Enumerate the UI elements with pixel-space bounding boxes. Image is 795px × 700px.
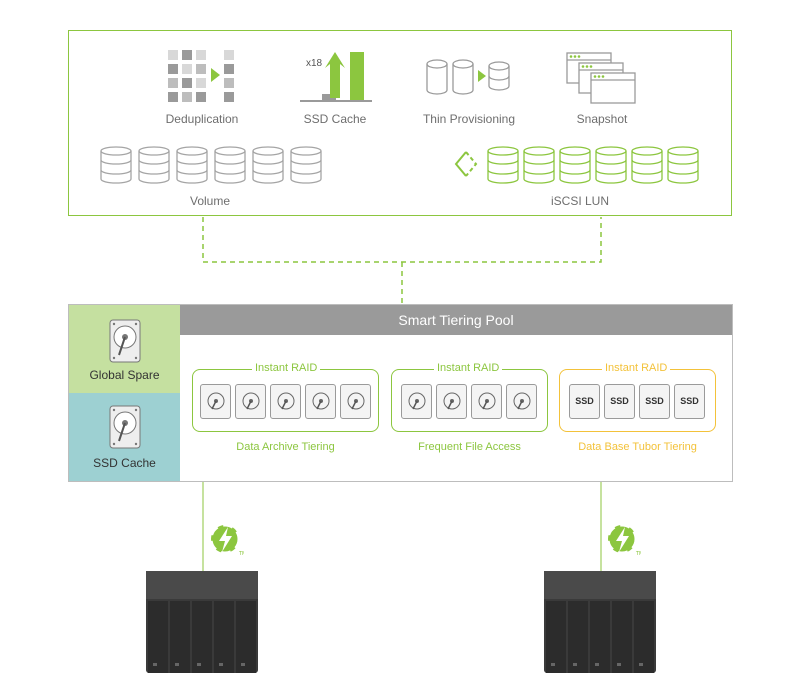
ssd-cache-multiplier: x18 [306,58,323,69]
ssd-cache-feature-label: SSD Cache [303,112,367,126]
pool-title: Smart Tiering Pool [180,305,732,335]
iscsi-lun-label: iSCSI LUN [550,194,609,208]
hard-drive-icon [340,384,371,419]
nas-enclosure-icon [544,571,656,673]
hard-drive-icon [109,319,141,363]
storage-services-frame [68,30,732,216]
hard-drive-icon [235,384,266,419]
hard-drive-icon [471,384,502,419]
raid-group-archive [192,369,379,432]
thunderbolt-icon: TM [607,523,641,556]
raid-group-frequent-title: Instant RAID [434,362,503,374]
hard-drive-icon [109,405,141,449]
hard-drive-icon [305,384,336,419]
snapshot-label: Snapshot [576,112,628,126]
global-spare-panel: Global Spare [69,305,180,393]
hard-drive-icon [436,384,467,419]
ssd-cache-panel-label: SSD Cache [93,456,156,470]
raid-group-database-caption: Data Base Tubor Tiering [578,441,697,453]
hard-drive-icon [401,384,432,419]
deduplication-icon [168,50,234,102]
hard-drive-icon [270,384,301,419]
thunderbolt-icon: TM [210,523,244,556]
iscsi-lun-disk-stack [454,146,699,184]
ssd-cache-icon [300,52,372,102]
svg-text:TM: TM [238,551,244,556]
hard-drive-icon [200,384,231,419]
raid-group-database: SSD SSD SSD SSD [559,369,716,432]
raid-group-archive-caption: Data Archive Tiering [236,441,335,453]
global-spare-label: Global Spare [89,368,160,382]
raid-group-archive-title: Instant RAID [252,362,321,374]
raid-group-frequent-caption: Frequent File Access [418,441,521,453]
ssd-drive: SSD [569,384,600,419]
ssd-drive: SSD [604,384,635,419]
nas-enclosure-icon [146,571,258,673]
thin-provisioning-label: Thin Provisioning [422,112,516,126]
raid-group-frequent [391,369,548,432]
ssd-cache-panel: SSD Cache [69,393,180,481]
ssd-drive: SSD [639,384,670,419]
raid-group-database-title: Instant RAID [602,362,671,374]
hard-drive-icon [506,384,537,419]
svg-text:TM: TM [635,551,641,556]
thin-provisioning-icon [426,59,510,95]
snapshot-icon [566,52,636,104]
volume-label: Volume [189,194,231,208]
ssd-drive: SSD [674,384,705,419]
deduplication-label: Deduplication [165,112,239,126]
